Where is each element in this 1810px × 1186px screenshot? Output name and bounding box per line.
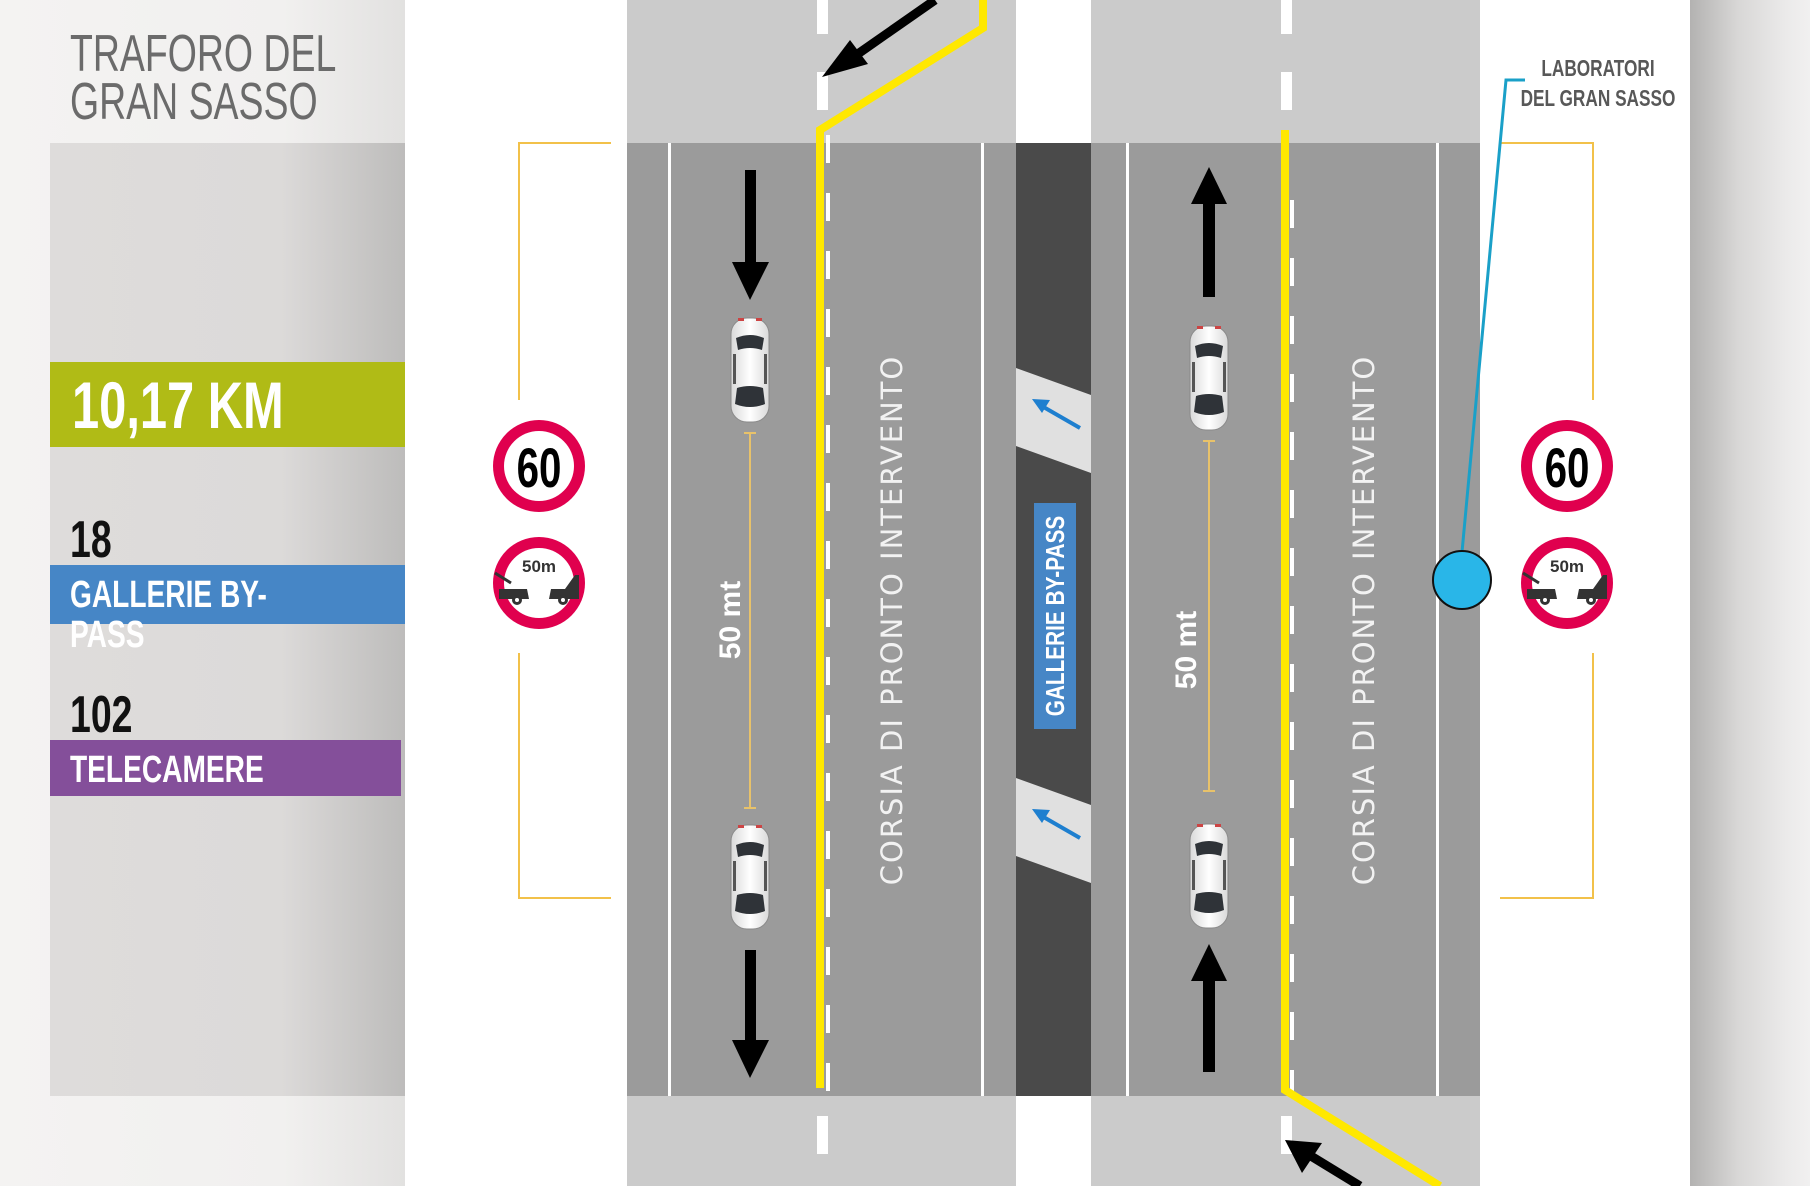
dash-mark (1290, 1070, 1294, 1098)
dash-mark (1290, 374, 1294, 402)
distance-label-right: 50 mt (1170, 611, 1203, 689)
bypass-label-box (1034, 503, 1076, 729)
laboratory-marker-icon (1432, 550, 1492, 610)
dash-mark (826, 599, 830, 627)
dash-mark (1290, 896, 1294, 924)
cameras-count: 102 (70, 686, 133, 744)
lane-edge-line (981, 143, 984, 1096)
lane-edge-line (1436, 143, 1439, 1096)
car-left-top (730, 317, 770, 423)
dash-mark (826, 309, 830, 337)
dash-mark (826, 251, 830, 279)
dash-mark (1290, 258, 1294, 286)
emergency-lane-label-left: CORSIA DI PRONTO INTERVENTO (875, 355, 909, 886)
dash-mark (826, 889, 830, 917)
dash-mark (1290, 722, 1294, 750)
dash-mark (826, 773, 830, 801)
distance-sign-text-right: 50m (1550, 557, 1584, 576)
bypass-label: GALLERIE BY-PASS (1041, 516, 1070, 717)
dash-mark (826, 541, 830, 569)
dash-mark (1290, 838, 1294, 866)
dash-mark (826, 657, 830, 685)
bypass-crossing-top (1016, 368, 1091, 473)
bypass-crossing-bottom (1016, 778, 1091, 883)
dash-mark (826, 135, 830, 163)
length-value: 10,17 KM (72, 368, 284, 442)
dash-mark (1290, 954, 1294, 982)
speed-limit-value-left: 60 (517, 438, 562, 500)
dash-mark (1290, 664, 1294, 692)
dash-mark (1290, 316, 1294, 344)
dash-mark (826, 1005, 830, 1033)
speed-limit-value-right: 60 (1545, 438, 1590, 500)
right-page-edge (1690, 0, 1810, 1186)
bypass-count: 18 (70, 511, 112, 569)
page-title: TRAFORO DEL GRAN SASSO (70, 25, 337, 131)
yellow-line-left (816, 0, 987, 1088)
distance-marker-right (1203, 440, 1215, 792)
lane-edge-line (668, 143, 671, 1096)
bracket-left (518, 142, 611, 899)
arrow-merge-top (822, 0, 938, 77)
arrow-merge-bottom (1285, 1140, 1363, 1186)
title-line-1: TRAFORO DEL (70, 25, 337, 83)
dash-mark (1290, 432, 1294, 460)
dash-mark (826, 193, 830, 221)
dash-mark (826, 947, 830, 975)
distance-marker-left (744, 432, 756, 809)
callout-line (1460, 78, 1525, 553)
dash-mark (826, 483, 830, 511)
emergency-lane-label-right: CORSIA DI PRONTO INTERVENTO (1347, 355, 1381, 886)
bypass-stat-bar: GALLERIE BY-PASS (50, 565, 405, 655)
yellow-line-right (1281, 130, 1443, 1186)
dash-mark (1290, 200, 1294, 228)
dash-mark (1290, 780, 1294, 808)
bracket-right (1500, 142, 1594, 899)
title-line-2: GRAN SASSO (70, 73, 318, 131)
dash-mark (1290, 490, 1294, 518)
length-stat-bar: 10,17 KM (50, 362, 405, 447)
dash-mark (826, 715, 830, 743)
car-right-bottom (1189, 823, 1229, 929)
arrow-up-bottom-right (1191, 944, 1227, 1072)
lane-edge-line (1126, 143, 1129, 1096)
dash-mark (1290, 1012, 1294, 1040)
cameras-stat-label: TELECAMERE (70, 749, 264, 791)
dash-mark (826, 367, 830, 395)
distance-label-left: 50 mt (714, 581, 747, 659)
callout-label-line-1: LABORATORI (1541, 57, 1654, 82)
dash-mark (1290, 548, 1294, 576)
callout-label-line-2: DEL GRAN SASSO (1521, 87, 1676, 112)
arrow-up-top-right (1191, 167, 1227, 297)
dash-mark (826, 1063, 830, 1091)
cameras-stat-bar: TELECAMERE (50, 740, 401, 796)
dash-mark (826, 831, 830, 859)
car-right-top (1189, 325, 1229, 431)
tunnel-dash-marks (826, 135, 1294, 1098)
arrow-down-top-left (732, 170, 769, 300)
dash-mark (826, 425, 830, 453)
dash-mark (1290, 606, 1294, 634)
arrow-down-bottom-left (732, 950, 769, 1078)
distance-sign-text-left: 50m (522, 557, 556, 576)
dashed-lane-markings (817, 0, 1292, 1154)
car-left-bottom (730, 824, 770, 930)
bypass-stat-label: GALLERIE BY-PASS (70, 574, 267, 656)
